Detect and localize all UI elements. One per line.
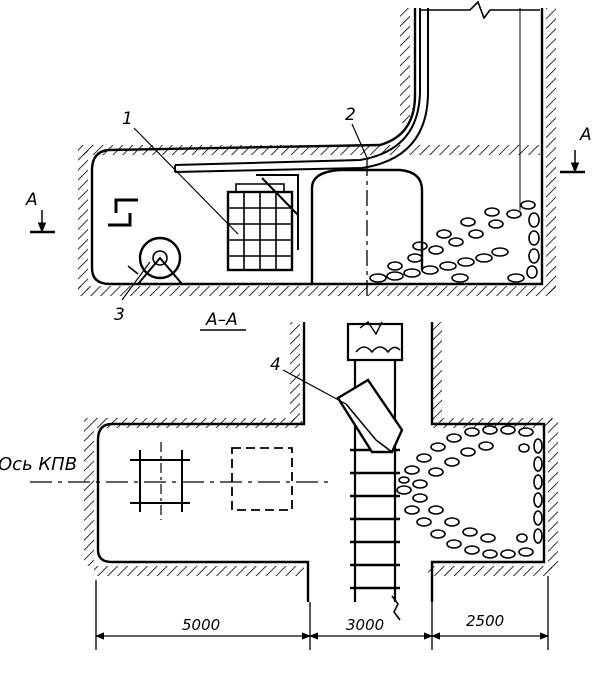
left-wall-hatch (78, 150, 88, 290)
callout-label-3: 3 (114, 305, 125, 325)
plan-bin-ore (355, 346, 401, 354)
dimension-lines (95, 576, 549, 650)
section-title: А–А (205, 310, 238, 330)
plan-bottom-hatch-left (94, 566, 304, 576)
shaft-left-hatch (400, 8, 410, 123)
callout-line-3 (121, 261, 151, 301)
roof-hatch (78, 145, 540, 155)
plan-shaft-left-hatch (290, 322, 300, 422)
ore-bin (310, 168, 424, 284)
callout-label-1: 1 (122, 109, 133, 129)
bracket-symbol (108, 198, 138, 227)
equipment-1-plan (130, 442, 190, 520)
floor-hatch (78, 286, 556, 296)
callout-line-4 (282, 369, 347, 405)
kpv-axis-label: Ось КПВ (0, 454, 77, 475)
dimension-5000: 5000 (182, 616, 220, 634)
section-marker-left: А (25, 190, 38, 210)
plan-section: А–А (0, 310, 558, 650)
section-marker-right: А (579, 125, 592, 145)
break-mark-top (420, 0, 540, 20)
pipe-outer (174, 8, 421, 166)
plan-shaft-right-hatch (432, 322, 442, 422)
plan-right-hatch (548, 418, 558, 570)
plan-outline-left (96, 322, 310, 602)
callout-label-4: 4 (270, 355, 281, 375)
ore-pile-plan (396, 425, 543, 559)
plan-break-mark-bottom (391, 595, 401, 621)
chamber-outline (90, 8, 544, 286)
pipe-inner (174, 8, 429, 173)
ore-pile-top (369, 200, 540, 283)
chute-4 (336, 378, 404, 454)
plan-bin (346, 322, 404, 362)
longitudinal-section: 1 2 3 А А (25, 0, 592, 325)
plan-left-hatch (84, 428, 94, 566)
callout-line-1 (133, 127, 239, 235)
dimension-3000: 3000 (346, 616, 384, 634)
bin-plan-outline (231, 447, 293, 511)
dimension-2500: 2500 (466, 612, 504, 630)
support-bracket (256, 174, 299, 250)
callout-line-2 (351, 123, 369, 161)
equipment-1-grid (226, 183, 294, 272)
callout-label-2: 2 (345, 105, 356, 125)
shaft-right-hatch (546, 8, 556, 293)
plan-break-mark-top (359, 320, 383, 336)
plan-outline-right (430, 322, 546, 602)
conveyor-rungs (350, 448, 400, 590)
winch-3 (127, 236, 183, 285)
plan-bottom-hatch-right (428, 566, 552, 576)
